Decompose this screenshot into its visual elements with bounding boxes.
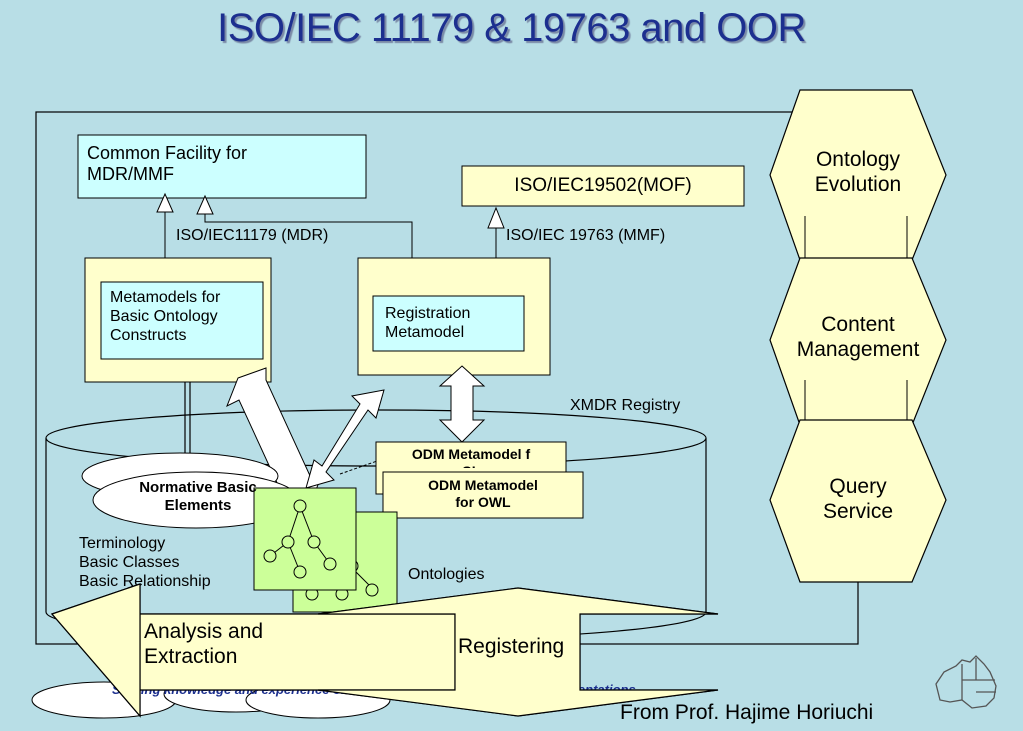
common-facility-label: Common Facility for MDR/MMF [87, 143, 248, 185]
terminology-label: Terminology Basic Classes Basic Relation… [79, 535, 211, 590]
odm-front-box [382, 471, 584, 519]
registration-metamodel-box [372, 295, 525, 352]
australia-map-icon [935, 655, 997, 709]
content-management-label: Content Management [796, 313, 920, 361]
mof-box [461, 165, 745, 207]
footer-tagline: Sharing knowledge and experience on stan… [112, 682, 640, 697]
odm-front-label: ODM Metamodel for OWL [428, 477, 538, 510]
common-facility-box [77, 134, 367, 199]
mdr-label: ISO/IEC11179 (MDR) [176, 227, 329, 244]
credit-label: From Prof. Hajime Horiuchi [620, 701, 874, 724]
tree-icon [263, 499, 337, 579]
side-arrow-query-service [769, 419, 947, 583]
ontologies-label: Ontologies [408, 566, 485, 583]
ontology-evolution-label: Ontology Evolution [814, 148, 902, 196]
metamodels-basic-label: Metamodels for Basic Ontology Constructs [110, 289, 221, 344]
registering-label: Registering [458, 635, 565, 658]
mof-text: ISO/IEC19502(MOF) [514, 175, 692, 196]
query-service-label: Query Service [822, 475, 894, 523]
analysis-label: Analysis and Extraction [144, 620, 264, 668]
metamodels-basic-box [100, 281, 264, 360]
registration-metamodel-label: Registration Metamodel [385, 305, 471, 341]
inherit-triangle-icon [196, 194, 214, 215]
page-title: ISO/IEC 11179 & 19763 and OOR [217, 6, 806, 50]
inherit-triangle-icon [156, 192, 174, 213]
mmf-label: ISO/IEC 19763 (MMF) [506, 227, 666, 244]
normative-label: Normative Basic Elements [139, 479, 257, 514]
mof-label: ISO/IEC19502(MOF) [462, 175, 744, 197]
xmdr-label: XMDR Registry [570, 397, 681, 414]
inherit-triangle-icon [487, 206, 505, 229]
odm-back-label: ODM Metamodel f CL [411, 446, 531, 468]
